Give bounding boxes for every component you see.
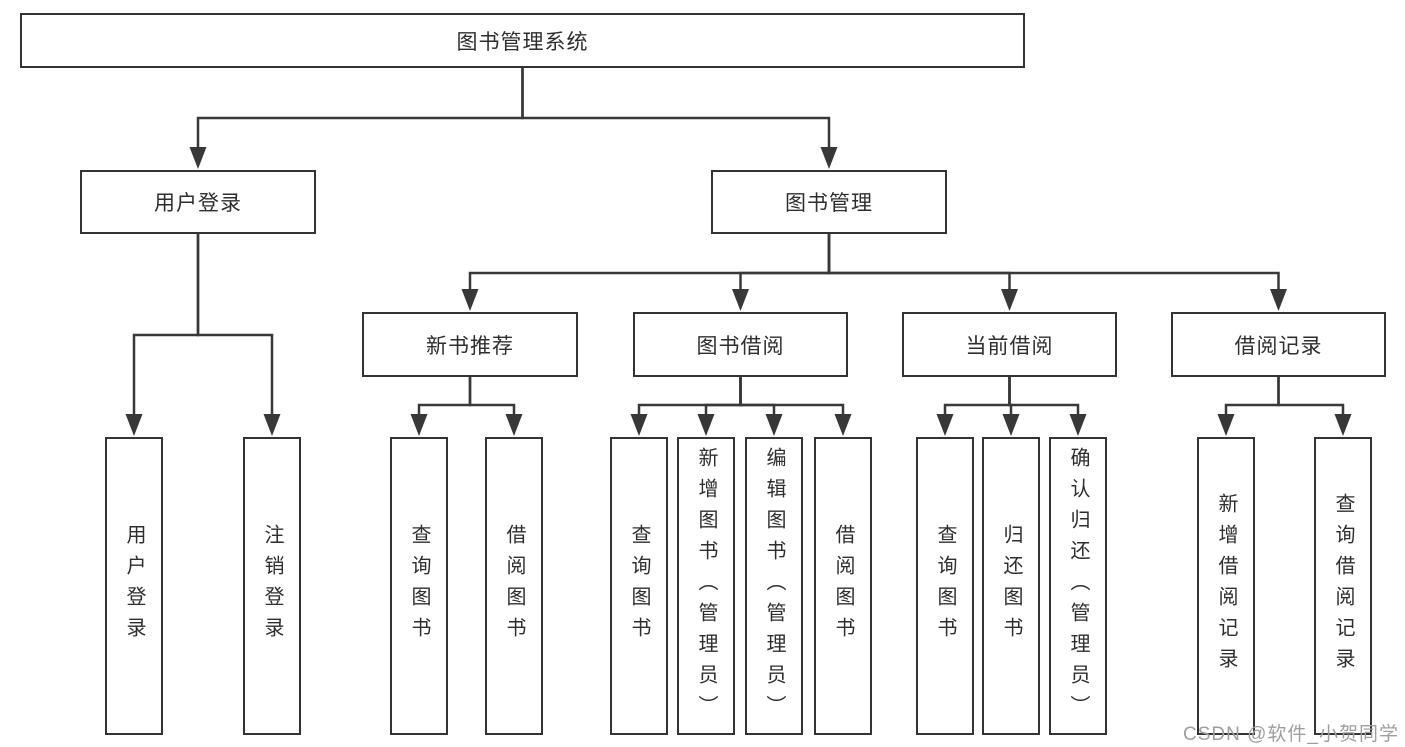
node-label-bb-borrow-books: 借阅图书 [832,524,854,648]
connector-book-borrow-to-bb-borrow-books [739,377,845,417]
node-label-book-mgmt: 图书管理 [785,192,873,215]
node-label-bb-query-books: 查询图书 [628,524,650,648]
arrowhead-icon [834,414,852,436]
connector-root-to-user-login [196,68,524,150]
connector-borrow-records-to-br-query-record [1277,377,1345,417]
node-label-br-add-record: 新增借阅记录 [1215,493,1237,679]
connector-book-mgmt-to-new-rec [468,234,831,292]
node-bb-add-books: 新增图书（管理员） [677,437,735,735]
arrowhead-icon [505,414,523,436]
node-label-br-query-record: 查询借阅记录 [1332,493,1354,679]
arrowhead-icon [1002,414,1020,436]
node-label-root: 图书管理系统 [456,30,589,54]
node-borrow-records: 借阅记录 [1171,312,1386,377]
node-root: 图书管理系统 [20,13,1025,68]
node-cb-query-books: 查询图书 [916,437,974,735]
connector-new-rec-to-rec-query-books [417,377,472,417]
connector-book-mgmt-to-borrow-records [827,234,1280,292]
connector-current-borrow-to-cb-query-books [943,377,1011,417]
node-label-book-borrow: 图书借阅 [696,334,785,358]
node-cb-confirm-return: 确认归还（管理员） [1049,437,1107,735]
node-book-borrow: 图书借阅 [633,312,848,377]
node-logout-leaf: 注销登录 [243,437,301,735]
connector-book-borrow-to-bb-edit-books [739,377,776,417]
arrowhead-icon [732,289,749,311]
node-book-mgmt: 图书管理 [711,170,947,234]
node-rec-borrow-books: 借阅图书 [485,437,543,735]
connector-book-mgmt-to-current-borrow [827,234,1011,292]
node-label-current-borrow: 当前借阅 [965,334,1054,358]
node-label-logout-leaf: 注销登录 [261,524,283,648]
node-bb-query-books: 查询图书 [610,437,668,735]
arrowhead-icon [1069,414,1087,436]
connector-current-borrow-to-cb-confirm-return [1008,377,1080,417]
node-br-add-record: 新增借阅记录 [1197,437,1255,735]
arrowhead-icon [125,414,143,436]
node-label-bb-add-books: 新增图书（管理员） [695,446,717,726]
connector-user-login-to-login-leaf [132,234,200,417]
arrowhead-icon [765,414,783,436]
node-user-login: 用户登录 [80,170,316,234]
arrowhead-icon [263,414,281,436]
arrowhead-icon [630,414,648,436]
node-label-new-rec: 新书推荐 [426,334,514,358]
node-new-rec: 新书推荐 [362,312,578,377]
connector-book-borrow-to-bb-add-books [704,377,742,417]
node-rec-query-books: 查询图书 [390,437,448,735]
node-label-user-login: 用户登录 [154,192,242,215]
arrowhead-icon [1217,414,1235,436]
csdn-watermark: CSDN @软件_小贺同学 [1183,724,1399,745]
node-cb-return-books: 归还图书 [982,437,1040,735]
arrowhead-icon [1001,289,1018,311]
node-label-login-leaf: 用户登录 [123,524,145,648]
node-bb-borrow-books: 借阅图书 [814,437,872,735]
node-bb-edit-books: 编辑图书（管理员） [745,437,803,735]
connector-book-borrow-to-bb-query-books [637,377,742,417]
node-label-borrow-records: 借阅记录 [1234,334,1323,358]
node-label-rec-query-books: 查询图书 [408,524,430,648]
arrowhead-icon [820,147,838,169]
arrowhead-icon [461,289,479,311]
arrowhead-icon [1334,414,1352,436]
connector-root-to-book-mgmt [521,68,831,150]
node-label-cb-return-books: 归还图书 [1000,524,1022,648]
node-label-rec-borrow-books: 借阅图书 [503,524,525,648]
arrowhead-icon [410,414,428,436]
connector-new-rec-to-rec-borrow-books [468,377,516,417]
arrowhead-icon [697,414,715,436]
arrowhead-icon [936,414,954,436]
connector-book-mgmt-to-book-borrow [739,234,831,292]
node-br-query-record: 查询借阅记录 [1314,437,1372,735]
node-login-leaf: 用户登录 [105,437,163,735]
connector-borrow-records-to-br-add-record [1224,377,1280,417]
arrowhead-icon [189,147,207,169]
node-label-cb-query-books: 查询图书 [934,524,956,648]
arrowhead-icon [1270,289,1287,311]
connector-user-login-to-logout-leaf [196,234,274,417]
node-current-borrow: 当前借阅 [902,312,1117,377]
node-label-cb-confirm-return: 确认归还（管理员） [1067,446,1089,726]
node-label-bb-edit-books: 编辑图书（管理员） [763,446,785,726]
